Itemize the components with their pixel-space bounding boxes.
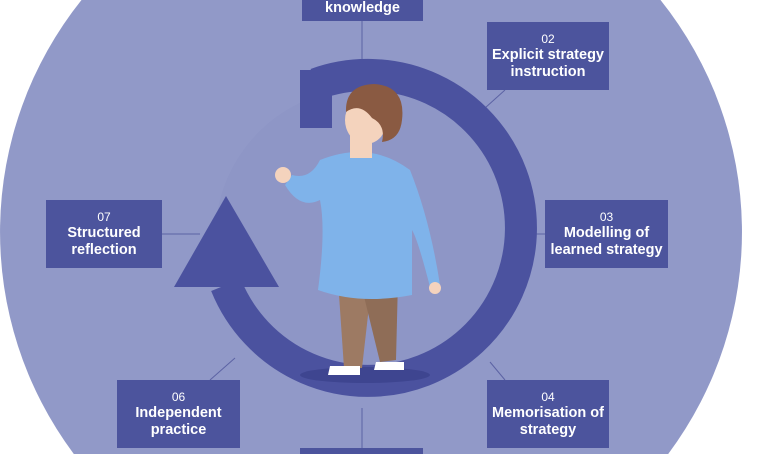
step-box-02: 02 Explicit strategy instruction [487,22,609,90]
step-label: knowledge [325,0,400,16]
step-box-01: knowledge [302,0,423,21]
step-label: Explicit strategy instruction [491,46,604,80]
step-label: Memorisation of strategy [492,404,604,438]
arrow-head-icon [174,196,279,287]
step-label: Modelling of learned strategy [550,224,663,258]
person-illustration [275,84,441,383]
ring-start [300,70,332,128]
step-box-06: 06 Independent practice [117,380,240,448]
step-box-04: 04 Memorisation of strategy [487,380,609,448]
step-number: 06 [171,389,186,404]
step-box-05 [300,448,423,454]
step-number: 03 [599,209,614,224]
cycle-ring [211,58,537,397]
step-label: Structured reflection [67,224,141,258]
step-box-03: 03 Modelling of learned strategy [545,200,668,268]
step-number: 04 [541,389,555,404]
step-number: 02 [541,31,555,46]
step-box-07: 07 Structured reflection [46,200,162,268]
step-number: 07 [97,209,111,224]
step-label: Independent practice [135,404,222,438]
